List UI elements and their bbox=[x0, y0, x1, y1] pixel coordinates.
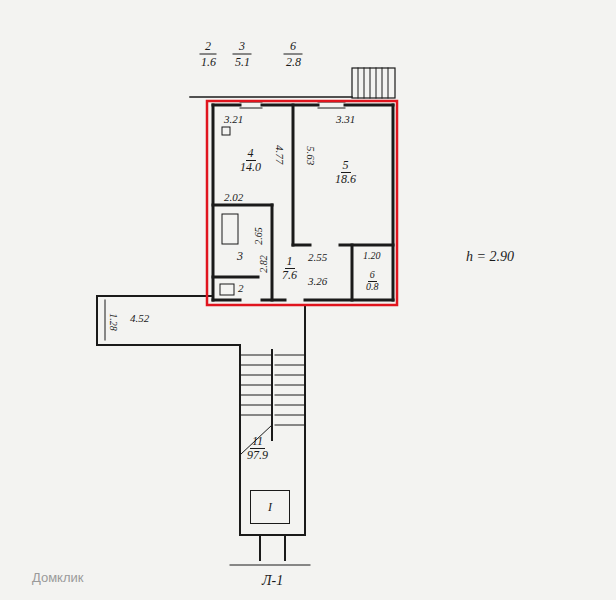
room-area: 97.9 bbox=[245, 449, 270, 462]
ceiling-height: h = 2.90 bbox=[466, 250, 514, 264]
room-number: I bbox=[266, 501, 274, 514]
room-label: 518.6 bbox=[333, 159, 358, 185]
dimension: 3.21 bbox=[224, 114, 243, 125]
equipment-box: I bbox=[250, 490, 290, 524]
room-label: 414.0 bbox=[238, 147, 263, 173]
dimension: 5.63 bbox=[305, 146, 316, 165]
room-area: 5.1 bbox=[235, 56, 250, 68]
dimension: 2.02 bbox=[224, 192, 243, 203]
room-number: 5 bbox=[341, 159, 351, 173]
dimension: 2.82 bbox=[259, 255, 269, 273]
room-area: 1.6 bbox=[201, 56, 216, 68]
room-area: 7.6 bbox=[280, 269, 299, 282]
room-label: 60.8 bbox=[364, 270, 381, 292]
room-number: 3 bbox=[239, 40, 245, 52]
room-number: 11 bbox=[250, 435, 265, 449]
dimension: 4.77 bbox=[274, 145, 285, 164]
room-label: 17.6 bbox=[280, 255, 299, 281]
dimension: 4.52 bbox=[130, 313, 149, 324]
room-number: 3 bbox=[235, 250, 245, 263]
room-area: 2.8 bbox=[286, 56, 301, 68]
room-number: 2 bbox=[236, 283, 246, 295]
room-area: 0.8 bbox=[364, 282, 381, 293]
watermark: Домклик bbox=[32, 571, 84, 584]
dimension: 3.31 bbox=[336, 114, 355, 125]
dimension: 1.28 bbox=[108, 313, 118, 331]
room-label: 3 bbox=[235, 250, 245, 263]
room-number: 4 bbox=[246, 147, 256, 161]
dimension: 1.20 bbox=[363, 251, 381, 261]
dimension: 3.26 bbox=[308, 276, 327, 287]
room-area: 14.0 bbox=[238, 161, 263, 174]
room-number: 2 bbox=[205, 40, 211, 52]
room-number: 6 bbox=[290, 40, 296, 52]
room-number: 6 bbox=[368, 270, 377, 282]
room-label: 1197.9 bbox=[245, 435, 270, 461]
dimension: 2.55 bbox=[308, 252, 327, 263]
sheet-label: Л-1 bbox=[262, 574, 283, 588]
room-area: 18.6 bbox=[333, 173, 358, 186]
room-label: 2 bbox=[236, 283, 246, 295]
dimension: 2.65 bbox=[254, 227, 264, 245]
room-number: 1 bbox=[285, 255, 295, 269]
